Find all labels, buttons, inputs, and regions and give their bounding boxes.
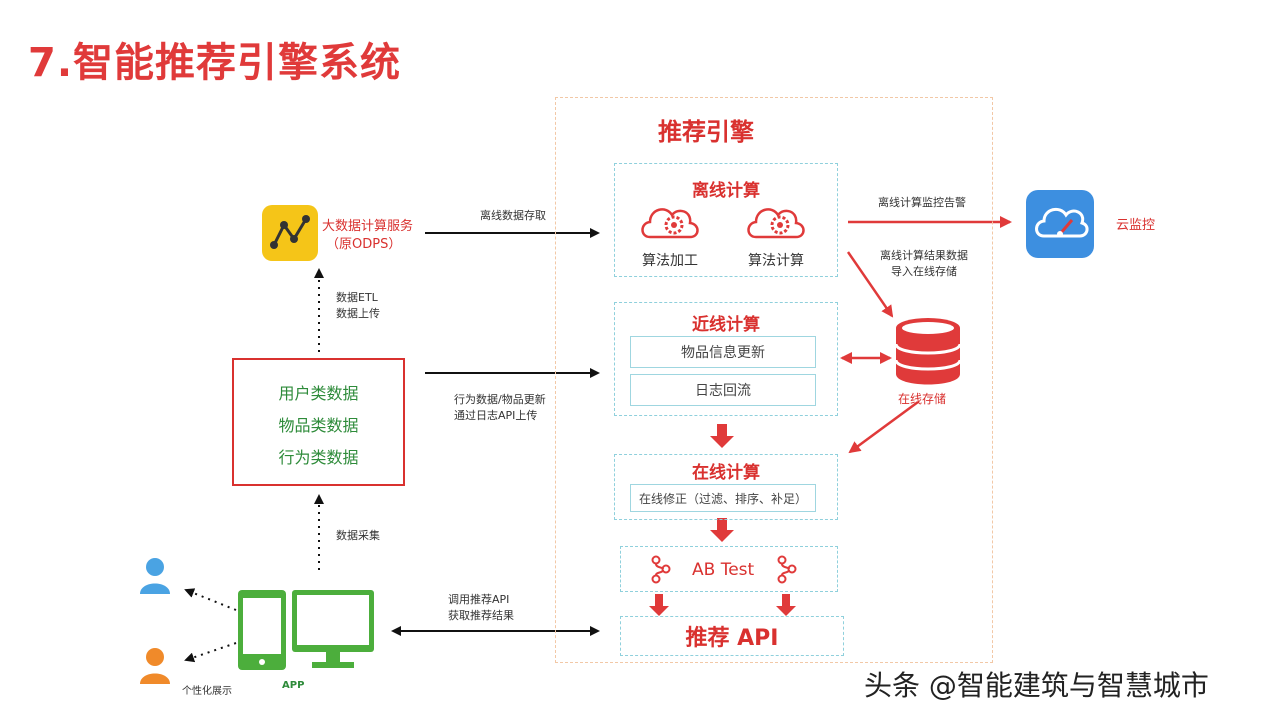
- user-icon: [140, 648, 170, 684]
- online-section: [614, 454, 838, 520]
- label-behavior-upload: 行为数据/物品更新 通过日志API上传: [454, 392, 546, 424]
- odps-logo-icon: [262, 205, 318, 261]
- bigdata-line1: 大数据计算服务: [322, 219, 414, 234]
- data-sources-box: [232, 358, 405, 486]
- watermark-text: 头条 @智能建筑与智慧城市: [864, 669, 1209, 702]
- label-collect: 数据采集: [336, 529, 380, 542]
- nearline-item-log: 日志回流: [630, 374, 816, 406]
- arrow-storage-online: [848, 400, 919, 454]
- down-arrow-3: [649, 594, 669, 616]
- branch-icon: [777, 555, 797, 584]
- online-storage-label: 在线存储: [898, 392, 947, 406]
- api-section: [620, 616, 844, 656]
- database-icon: [894, 318, 962, 385]
- arrow-to-user-2: [184, 642, 237, 663]
- personal-display-label: 个性化展示: [182, 686, 232, 697]
- down-arrow-2: [710, 518, 734, 542]
- label-import-line1: 离线计算结果数据: [880, 249, 968, 262]
- data-item-user: 用户类数据: [278, 384, 359, 403]
- data-item-goods: 物品类数据: [278, 416, 359, 435]
- label-offline-store: 离线数据存取: [480, 209, 546, 222]
- down-arrow-1: [710, 424, 734, 448]
- engine-title: 推荐引擎: [658, 118, 754, 146]
- label-etl-line2: 数据上传: [336, 307, 380, 320]
- cloud-gear-icon: [747, 208, 805, 239]
- label-behavior-line2: 通过日志API上传: [454, 409, 538, 422]
- label-behavior-line1: 行为数据/物品更新: [454, 393, 546, 406]
- cloud-monitor-icon: [1026, 190, 1094, 258]
- offline-section: [614, 163, 838, 277]
- nearline-title: 近线计算: [692, 315, 760, 335]
- label-etl-line1: 数据ETL: [336, 291, 378, 304]
- down-arrow-4: [776, 594, 796, 616]
- api-label: 推荐 API: [685, 626, 779, 651]
- online-title: 在线计算: [692, 463, 760, 483]
- nearline-section: [614, 302, 838, 416]
- label-call-line1: 调用推荐API: [448, 593, 510, 606]
- label-etl: 数据ETL 数据上传: [336, 290, 380, 322]
- offline-title: 离线计算: [692, 181, 760, 201]
- offline-item-algo-compute: 算法计算: [748, 253, 804, 269]
- bigdata-service-label: 大数据计算服务 （原ODPS）: [322, 218, 413, 254]
- cloud-monitor-label: 云监控: [1116, 218, 1156, 233]
- bigdata-line2: （原ODPS）: [326, 237, 402, 252]
- nearline-item-update: 物品信息更新: [630, 336, 816, 368]
- cloud-gear-icon: [641, 208, 699, 239]
- branch-icon: [651, 555, 671, 584]
- page-title: 7.智能推荐引擎系统: [28, 40, 402, 86]
- data-item-behavior: 行为类数据: [278, 448, 359, 467]
- label-import-line2: 导入在线存储: [891, 265, 957, 278]
- label-api-call: 调用推荐API 获取推荐结果: [448, 592, 514, 624]
- offline-item-algo-process: 算法加工: [642, 253, 698, 269]
- arrow-import-storage: [846, 251, 894, 318]
- ab-test-label: AB Test: [692, 560, 755, 580]
- label-monitor-alarm: 离线计算监控告警: [878, 196, 966, 209]
- label-import-storage: 离线计算结果数据 导入在线存储: [880, 248, 968, 280]
- app-label: APP: [282, 680, 305, 691]
- arrow-to-user-1: [184, 588, 237, 611]
- label-call-line2: 获取推荐结果: [448, 609, 514, 622]
- ab-test-section: [620, 546, 838, 592]
- engine-container: [555, 97, 993, 663]
- online-item-correction: 在线修正（过滤、排序、补足）: [630, 484, 816, 512]
- app-devices-icon: [238, 590, 374, 670]
- user-icon: [140, 558, 170, 594]
